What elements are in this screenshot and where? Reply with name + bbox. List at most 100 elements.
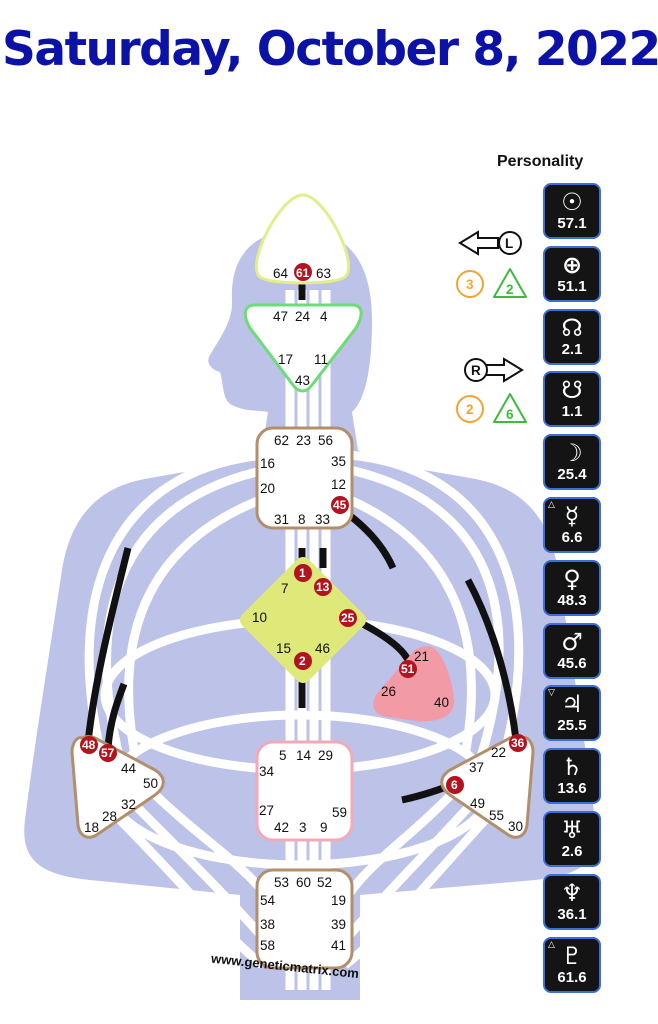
date-title: Saturday, October 8, 2022: [2, 22, 658, 77]
planet-value: 13.6: [557, 780, 587, 798]
variable-top-circle: [456, 270, 484, 298]
ajna-center: [243, 303, 363, 393]
active-gate-circles: [80, 263, 527, 794]
gate-50: 50: [143, 776, 158, 791]
gate-11: 11: [314, 352, 328, 367]
variable-top-triangle: [493, 268, 527, 298]
gate-6: 6: [451, 778, 458, 792]
head-center: [254, 193, 351, 285]
variable-bottom-triangle: [493, 393, 527, 423]
left-arrow-icon: [458, 230, 499, 256]
gate-12: 12: [331, 477, 346, 492]
gate-circle-48: [80, 736, 98, 754]
gate-13: 13: [316, 580, 330, 594]
gate-circle-2: [294, 652, 312, 670]
gate-57: 57: [101, 746, 115, 760]
gate-circle-25: [339, 609, 357, 627]
gate-56: 56: [318, 433, 333, 448]
planet-value: 57.1: [557, 215, 587, 232]
planet-box-uranus: ♅2.6: [543, 811, 601, 867]
variable-top-circle-value: 3: [466, 277, 474, 292]
planet-value: 25.5: [557, 717, 587, 735]
gate-23: 23: [296, 433, 311, 448]
gate-10: 10: [252, 610, 267, 625]
planet-value: 45.6: [557, 654, 587, 672]
gate-1: 1: [299, 566, 306, 580]
planet-box-neptune: ♆36.1: [543, 873, 601, 930]
gate-2: 2: [299, 654, 306, 668]
gate-42: 42: [274, 820, 289, 835]
gate-21: 21: [414, 649, 429, 664]
planet-box-jupiter: ♃25.5 ▽: [543, 685, 601, 742]
gate-9: 9: [320, 820, 328, 835]
planet-mark: ▽: [548, 688, 555, 699]
throat-center: [255, 426, 354, 530]
gate-33: 33: [315, 512, 330, 527]
gate-40: 40: [434, 695, 449, 710]
gate-43: 43: [295, 373, 310, 388]
gate-41: 41: [331, 938, 346, 953]
gate-circle-36: [509, 734, 527, 752]
gate-36: 36: [511, 736, 525, 750]
planet-box-venus: ♀48.3: [543, 559, 601, 616]
gate-54: 54: [260, 893, 276, 908]
gate-labels: 64 61 63 47 24 4 17 11 43 62 23 56 16 35…: [82, 266, 525, 953]
variable-bottom-triangle-value: 6: [506, 407, 514, 422]
gate-15: 15: [276, 641, 291, 656]
right-arrow-icon: [485, 357, 524, 383]
gate-63: 63: [316, 266, 331, 281]
planet-box-mercury: ☿6.6△: [543, 497, 601, 553]
gate-35: 35: [331, 454, 346, 469]
planet-value: 25.4: [557, 466, 587, 484]
uranus-icon: ♅: [561, 816, 583, 844]
planet-value: 48.3: [557, 591, 587, 609]
gate-7: 7: [281, 581, 289, 596]
gate-circle-57: [99, 744, 117, 762]
gate-18: 18: [84, 820, 99, 835]
gate-34: 34: [259, 764, 275, 779]
gate-31: 31: [274, 512, 289, 527]
gate-27: 27: [259, 803, 274, 818]
planet-mark: △: [548, 500, 555, 510]
planet-box-pluto: ♇61.6△: [543, 936, 601, 993]
mercury-icon: ☿: [564, 502, 580, 530]
venus-icon: ♀: [563, 564, 581, 593]
ego-center: [373, 646, 454, 722]
south-node-icon: ☋: [561, 376, 583, 405]
jupiter-icon: ♃: [561, 690, 583, 719]
gate-29: 29: [318, 748, 333, 763]
gate-51: 51: [401, 662, 415, 676]
planet-value: 61.6: [557, 968, 587, 986]
gate-25: 25: [341, 611, 355, 625]
variable-bottom-circle-value: 2: [466, 402, 474, 417]
planet-box-saturn: ♄13.6: [543, 748, 601, 805]
gate-24: 24: [295, 309, 311, 324]
planet-value: 51.1: [557, 277, 587, 295]
planet-value: 2.1: [561, 340, 583, 358]
gate-44: 44: [121, 761, 137, 776]
gate-38: 38: [260, 917, 275, 932]
planet-value: 2.6: [561, 843, 583, 860]
gate-61: 61: [296, 266, 310, 280]
gate-circle-45: [331, 496, 349, 514]
planet-box-north-node: ☊2.1: [543, 308, 601, 365]
planet-box-earth: ⊕51.1: [543, 245, 601, 302]
gate-4: 4: [320, 309, 328, 324]
gate-circle-61: [294, 263, 312, 281]
planet-box-sun: ☉57.1: [543, 183, 601, 239]
mars-icon: ♂: [561, 627, 583, 656]
gate-8: 8: [298, 512, 306, 527]
gate-39: 39: [331, 917, 346, 932]
gate-49: 49: [470, 796, 485, 811]
gate-17: 17: [278, 352, 293, 367]
gate-30: 30: [508, 819, 523, 834]
neptune-icon: ♆: [561, 878, 583, 907]
gate-14: 14: [296, 748, 312, 763]
variable-bottom-arrow: [464, 357, 524, 383]
personality-heading: Personality: [497, 153, 584, 170]
gate-circle-6: [446, 776, 464, 794]
saturn-icon: ♄: [561, 753, 583, 782]
planet-value: 1.1: [561, 403, 583, 421]
variable-top-triangle-value: 2: [506, 282, 514, 297]
